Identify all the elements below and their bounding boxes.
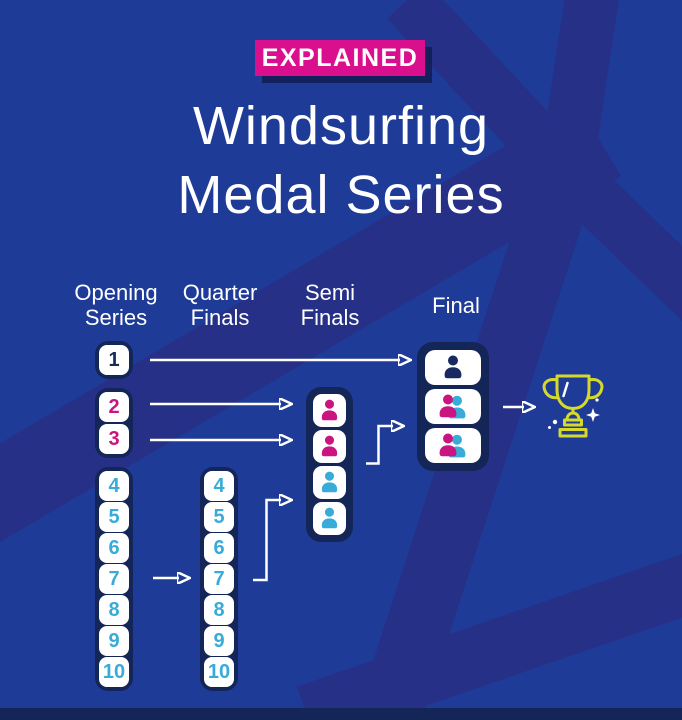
semi-finals-group bbox=[306, 387, 353, 542]
competitor-2-box: 2 bbox=[99, 392, 129, 422]
sparkle-dot bbox=[595, 398, 599, 402]
competitor-7-box: 7 bbox=[99, 564, 129, 594]
column-header-opening-line2: Series bbox=[84, 305, 148, 330]
competitor-4-box: 4 bbox=[99, 471, 129, 501]
column-header-quarter-line1: Quarter bbox=[182, 280, 258, 305]
column-header-semi-line2: Finals bbox=[300, 305, 360, 330]
bottom-accent-bar bbox=[0, 708, 682, 720]
competitor-1-box: 1 bbox=[99, 345, 129, 375]
page-title-line2: Medal Series bbox=[177, 165, 505, 225]
competitor-3-box: 3 bbox=[99, 424, 129, 454]
competitor-5-box: 5 bbox=[204, 502, 234, 532]
arrow-quarter-to-semi-elbow bbox=[253, 500, 281, 582]
page-title-line1: Windsurfing bbox=[192, 96, 490, 156]
column-header-opening-series: Opening Series bbox=[51, 279, 181, 331]
competitor-9-box: 9 bbox=[99, 626, 129, 656]
column-header-final-line1: Final bbox=[432, 292, 480, 318]
finalist-pair-card bbox=[425, 428, 481, 463]
competitor-4-box: 4 bbox=[204, 471, 234, 501]
column-header-quarter-line2: Finals bbox=[190, 305, 250, 330]
competitor-9-box: 9 bbox=[204, 626, 234, 656]
column-header-final: Final bbox=[391, 279, 521, 331]
athlete-card bbox=[313, 394, 346, 427]
athlete-card bbox=[425, 350, 481, 385]
opening-series-group-rank1: 1 bbox=[95, 341, 133, 379]
competitor-7-box: 7 bbox=[204, 564, 234, 594]
competitor-5-box: 5 bbox=[99, 502, 129, 532]
column-header-semi-finals: Semi Finals bbox=[265, 279, 395, 331]
column-header-quarter-finals: Quarter Finals bbox=[155, 279, 285, 331]
athlete-card bbox=[313, 466, 346, 499]
arrow-semi-to-final-elbow bbox=[366, 426, 393, 465]
sparkle-dot bbox=[552, 419, 558, 425]
competitor-8-box: 8 bbox=[204, 595, 234, 625]
competitor-10-box: 10 bbox=[99, 657, 129, 687]
page-title: Windsurfing Medal Series bbox=[0, 92, 682, 230]
sparkle-dot bbox=[548, 426, 551, 429]
column-header-opening-line1: Opening bbox=[74, 280, 158, 305]
competitor-6-box: 6 bbox=[99, 533, 129, 563]
athlete-card bbox=[313, 430, 346, 463]
column-header-semi-line1: Semi bbox=[304, 280, 356, 305]
competitor-10-box: 10 bbox=[204, 657, 234, 687]
finalist-pair-card bbox=[425, 389, 481, 424]
explained-badge: EXPLAINED bbox=[255, 40, 425, 76]
explained-badge-label: EXPLAINED bbox=[261, 43, 419, 72]
competitor-8-box: 8 bbox=[99, 595, 129, 625]
final-group bbox=[417, 342, 489, 471]
sparkle-star bbox=[586, 408, 600, 422]
competitor-6-box: 6 bbox=[204, 533, 234, 563]
trophy-icon bbox=[542, 374, 604, 438]
athlete-card bbox=[313, 502, 346, 535]
